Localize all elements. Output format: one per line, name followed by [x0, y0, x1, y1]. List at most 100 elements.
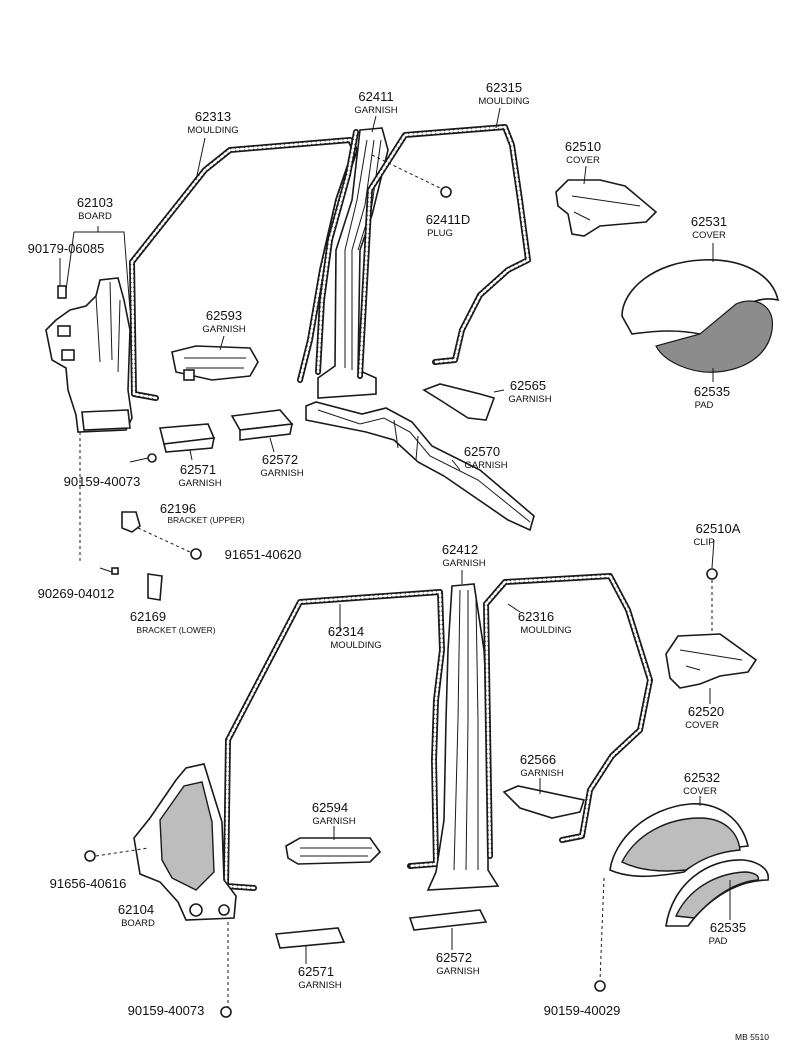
svg-text:62316: 62316	[518, 609, 554, 624]
svg-text:PAD: PAD	[695, 400, 714, 411]
moulding-62316	[483, 573, 653, 859]
moulding-62315	[357, 124, 531, 379]
svg-text:62566: 62566	[520, 752, 556, 767]
callout-62520: 62520 COVER	[685, 704, 724, 731]
cover-62532	[609, 803, 749, 878]
callout-62104: 62104 BOARD	[118, 902, 155, 929]
callout-62565: 62565 GARNISH	[508, 378, 551, 405]
garnish-62572-upper	[230, 409, 294, 441]
svg-text:62535: 62535	[710, 920, 746, 935]
board-62104	[133, 763, 237, 921]
svg-text:62531: 62531	[691, 214, 727, 229]
garnish-62572-lower	[408, 909, 488, 931]
svg-text:COVER: COVER	[566, 155, 600, 166]
svg-text:62535: 62535	[694, 384, 730, 399]
svg-text:62571: 62571	[180, 462, 216, 477]
svg-text:62169: 62169	[130, 609, 166, 624]
svg-text:GARNISH: GARNISH	[436, 966, 479, 977]
garnish-62594	[285, 837, 382, 865]
svg-text:62411: 62411	[358, 89, 393, 104]
svg-text:BRACKET (LOWER): BRACKET (LOWER)	[136, 625, 215, 635]
pillar-garnish-62411	[315, 127, 389, 399]
board-62103	[45, 231, 133, 433]
svg-text:90159-40073: 90159-40073	[128, 1003, 205, 1018]
svg-text:GARNISH: GARNISH	[464, 460, 507, 471]
callout-62570: 62570 GARNISH	[464, 444, 508, 471]
svg-text:COVER: COVER	[683, 786, 717, 797]
bracket-62196	[121, 511, 191, 553]
svg-text:62565: 62565	[510, 378, 546, 393]
callout-62315: 62315 MOULDING	[478, 80, 529, 107]
svg-text:PLUG: PLUG	[427, 228, 453, 239]
svg-text:GARNISH: GARNISH	[508, 394, 551, 405]
garnish-62565	[422, 383, 496, 421]
garnish-62593	[171, 345, 259, 381]
svg-text:62594: 62594	[312, 800, 348, 815]
svg-text:62103: 62103	[77, 195, 113, 210]
callout-62313: 62313 MOULDING	[187, 109, 238, 136]
svg-text:COVER: COVER	[685, 720, 719, 731]
svg-text:62104: 62104	[118, 902, 154, 917]
svg-text:62196: 62196	[160, 501, 196, 516]
garnish-62571-upper	[158, 423, 216, 453]
garnish-62571-lower	[274, 927, 346, 949]
svg-text:62313: 62313	[195, 109, 231, 124]
callout-90269-04012: 90269-04012	[38, 586, 115, 601]
svg-text:90159-40029: 90159-40029	[544, 1003, 621, 1018]
svg-text:GARNISH: GARNISH	[178, 478, 221, 489]
callout-62316: 62316 MOULDING	[518, 609, 572, 636]
callout-62571-upper: 62571 GARNISH	[178, 462, 221, 489]
svg-text:62593: 62593	[206, 308, 242, 323]
callout-62571-lower: 62571 GARNISH	[298, 964, 342, 991]
callout-90179-06085: 90179-06085	[28, 241, 105, 256]
moulding-62314	[223, 589, 445, 891]
callout-91651-40620: 91651-40620	[225, 547, 302, 562]
callout-62412: 62412 GARNISH	[442, 542, 486, 569]
callout-62411: 62411 GARNISH	[354, 89, 397, 116]
svg-text:62570: 62570	[464, 444, 500, 459]
callout-62572-upper: 62572 GARNISH	[260, 452, 303, 479]
callout-62572-lower: 62572 GARNISH	[436, 950, 480, 977]
callout-62103: 62103 BOARD	[77, 195, 113, 222]
svg-text:90269-04012: 90269-04012	[38, 586, 115, 601]
svg-text:MOULDING: MOULDING	[187, 125, 238, 136]
reference-code: MB 5510	[735, 1032, 769, 1042]
garnish-62566	[502, 785, 586, 819]
pillar-garnish-62412	[426, 583, 500, 891]
cover-62510	[555, 179, 658, 237]
cover-62531	[621, 259, 780, 373]
svg-text:GARNISH: GARNISH	[442, 558, 485, 569]
callout-62593: 62593 GARNISH	[202, 308, 245, 335]
svg-text:91651-40620: 91651-40620	[225, 547, 302, 562]
svg-text:91656-40616: 91656-40616	[50, 876, 127, 891]
svg-text:62572: 62572	[262, 452, 298, 467]
moulding-62313	[129, 137, 358, 401]
screw-90159-40073-lower	[220, 922, 232, 1018]
callout-91656-40616: 91656-40616	[50, 876, 127, 891]
screw-91656-40616	[84, 847, 149, 862]
bracket-62169	[147, 573, 163, 601]
svg-text:62572: 62572	[436, 950, 472, 965]
svg-text:62510A: 62510A	[696, 521, 741, 536]
svg-text:62315: 62315	[486, 80, 522, 95]
callout-62510A: 62510A CLIP	[693, 521, 740, 548]
callout-62535-lower: 62535 PAD	[709, 920, 747, 947]
svg-text:GARNISH: GARNISH	[520, 768, 563, 779]
svg-text:90159-40073: 90159-40073	[64, 474, 141, 489]
screw-90159-40073-upper	[129, 453, 157, 463]
screw-90159-40029	[594, 877, 606, 992]
svg-text:62571: 62571	[298, 964, 334, 979]
callout-62411D: 62411D PLUG	[426, 212, 471, 239]
svg-text:GARNISH: GARNISH	[312, 816, 355, 827]
svg-text:GARNISH: GARNISH	[202, 324, 245, 335]
svg-text:CLIP: CLIP	[693, 537, 714, 548]
callout-62169: 62169 BRACKET (LOWER)	[130, 609, 216, 635]
callout-62196: 62196 BRACKET (UPPER)	[160, 501, 245, 525]
svg-text:BOARD: BOARD	[78, 211, 112, 222]
callout-90159-40029: 90159-40029	[544, 1003, 621, 1018]
callout-62594: 62594 GARNISH	[312, 800, 356, 827]
svg-text:62520: 62520	[688, 704, 724, 719]
svg-text:62510: 62510	[565, 139, 601, 154]
svg-text:62532: 62532	[684, 770, 720, 785]
